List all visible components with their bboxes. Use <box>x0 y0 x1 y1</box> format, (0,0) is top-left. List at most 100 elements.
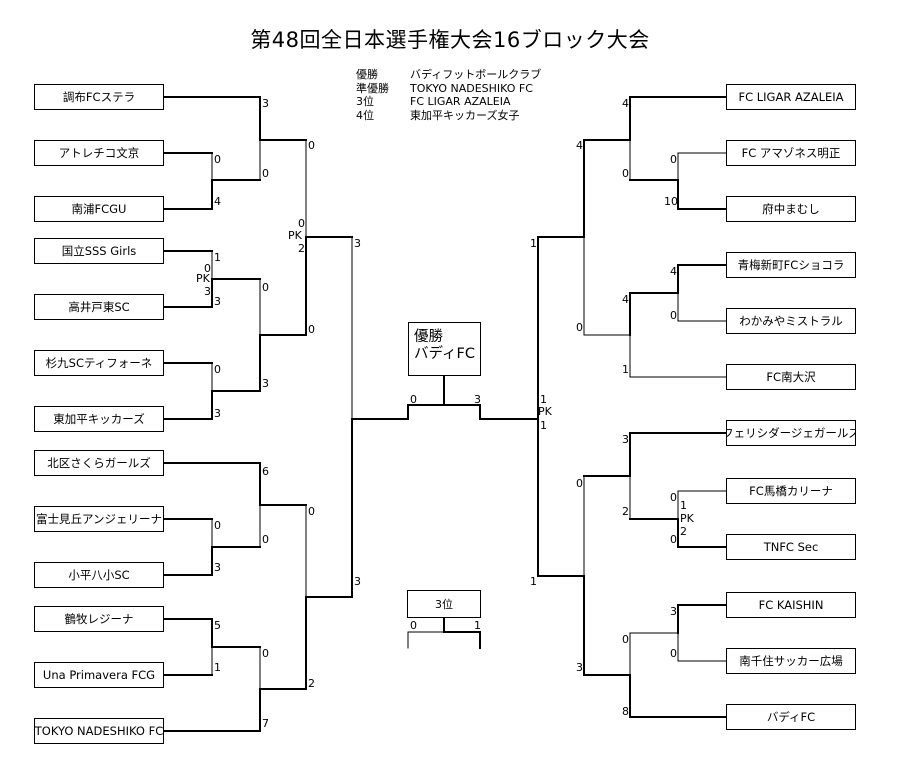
team-box: 南千住サッカー広場 <box>726 648 856 674</box>
score: 7 <box>262 717 269 730</box>
score: 3 <box>214 561 221 574</box>
score: 4 <box>214 195 221 208</box>
result-row: 準優勝 TOKYO NADESHIKO FC <box>356 82 541 96</box>
result-row: 3位 FC LIGAR AZALEIA <box>356 95 541 109</box>
score: 3 <box>576 661 583 674</box>
score: 3 <box>354 237 361 250</box>
result-team: 東加平キッカーズ女子 <box>410 108 520 122</box>
result-team: バディフットボールクラブ <box>410 68 542 81</box>
score: 8 <box>622 705 629 718</box>
score: 3 <box>622 433 629 446</box>
final-results: 優勝 バディフットボールクラブ 準優勝 TOKYO NADESHIKO FC 3位 F… <box>356 68 541 122</box>
result-team: TOKYO NADESHIKO FC <box>410 81 533 95</box>
score: 0 <box>262 281 269 294</box>
score: 0 <box>670 533 677 546</box>
pk-label: PK <box>538 405 552 418</box>
score: 0 <box>410 619 417 632</box>
champion-box: 優勝 バディFC <box>408 322 481 376</box>
result-rank: 3位 <box>356 95 374 108</box>
pk-label: PK <box>288 229 302 242</box>
score: 1 <box>622 363 629 376</box>
score: 0 <box>622 167 629 180</box>
result-rank: 優勝 <box>356 68 378 81</box>
team-box: 富士見丘アンジェリーナ <box>34 506 164 532</box>
score: 3 <box>670 605 677 618</box>
team-box: TNFC Sec <box>726 534 856 560</box>
score: 3 <box>204 285 211 298</box>
team-box: FC アマゾネス明正 <box>726 140 856 166</box>
team-box: FC南大沢 <box>726 364 856 390</box>
score: 1 <box>214 251 221 264</box>
score: 3 <box>262 377 269 390</box>
score: 0 <box>410 393 417 406</box>
score: 4 <box>622 293 629 306</box>
score: 0 <box>214 153 221 166</box>
score: 0 <box>622 633 629 646</box>
champion-team: バディFC <box>414 346 475 362</box>
score: 0 <box>214 363 221 376</box>
score: 0 <box>670 153 677 166</box>
page-title: 第48回全日本選手権大会16ブロック大会 <box>250 28 650 52</box>
team-box: FC KAISHIN <box>726 592 856 618</box>
result-rank: 4位 <box>356 108 374 122</box>
team-box: わかみやミストラル <box>726 308 856 334</box>
score: 4 <box>622 97 629 110</box>
champion-label: 優勝 <box>414 329 443 345</box>
score: 10 <box>664 195 678 208</box>
score: 3 <box>262 97 269 110</box>
team-box: 杉九SCティフォーネ <box>34 350 164 376</box>
score: 0 <box>576 477 583 490</box>
score: 3 <box>354 575 361 588</box>
team-box: 青梅新町FCショコラ <box>726 252 856 278</box>
score: 0 <box>214 519 221 532</box>
score: 0 <box>670 491 677 504</box>
score: 1 <box>530 575 537 588</box>
result-team: FC LIGAR AZALEIA <box>410 95 511 108</box>
pk-label: PK <box>680 512 694 525</box>
score: 4 <box>670 265 677 278</box>
result-row: 優勝 バディフットボールクラブ <box>356 68 541 82</box>
score: 0 <box>262 167 269 180</box>
score: 0 <box>262 533 269 546</box>
score: 3 <box>214 295 221 308</box>
team-box: TOKYO NADESHIKO FC <box>34 718 164 744</box>
team-box: バディFC <box>726 704 856 730</box>
score: 4 <box>576 139 583 152</box>
score: 0 <box>670 647 677 660</box>
score: 3 <box>474 393 481 406</box>
score: 6 <box>262 465 269 478</box>
team-box: 小平八小SC <box>34 562 164 588</box>
team-box: FC馬橋カリーナ <box>726 478 856 504</box>
score: 1 <box>540 419 547 432</box>
score: 0 <box>308 139 315 152</box>
result-rank: 準優勝 <box>356 81 389 95</box>
score: 0 <box>308 323 315 336</box>
team-box: 府中まむし <box>726 196 856 222</box>
score: 5 <box>214 619 221 632</box>
score: 0 <box>298 217 305 230</box>
score: 1 <box>530 237 537 250</box>
team-box: 調布FCステラ <box>34 84 164 110</box>
score: 1 <box>214 661 221 674</box>
score: 0 <box>670 309 677 322</box>
score: 2 <box>622 505 629 518</box>
score: 0 <box>262 647 269 660</box>
score: 0 <box>204 262 211 275</box>
score: 2 <box>308 677 315 690</box>
pk-label: PK <box>196 272 210 285</box>
team-box: 東加平キッカーズ <box>34 406 164 432</box>
score: 1 <box>680 499 687 512</box>
team-box: 国立SSS Girls <box>34 238 164 264</box>
team-box: Una Primavera FCG <box>34 662 164 688</box>
score: 1 <box>540 393 547 406</box>
score: 0 <box>576 321 583 334</box>
team-box: 高井戸東SC <box>34 294 164 320</box>
score: 3 <box>214 407 221 420</box>
third-place-box: 3位 <box>407 590 481 618</box>
score: 2 <box>680 525 687 538</box>
team-box: 鶴牧レジーナ <box>34 606 164 632</box>
team-box: 南浦FCGU <box>34 196 164 222</box>
team-box: フェリシダージェガールズ <box>726 420 856 446</box>
